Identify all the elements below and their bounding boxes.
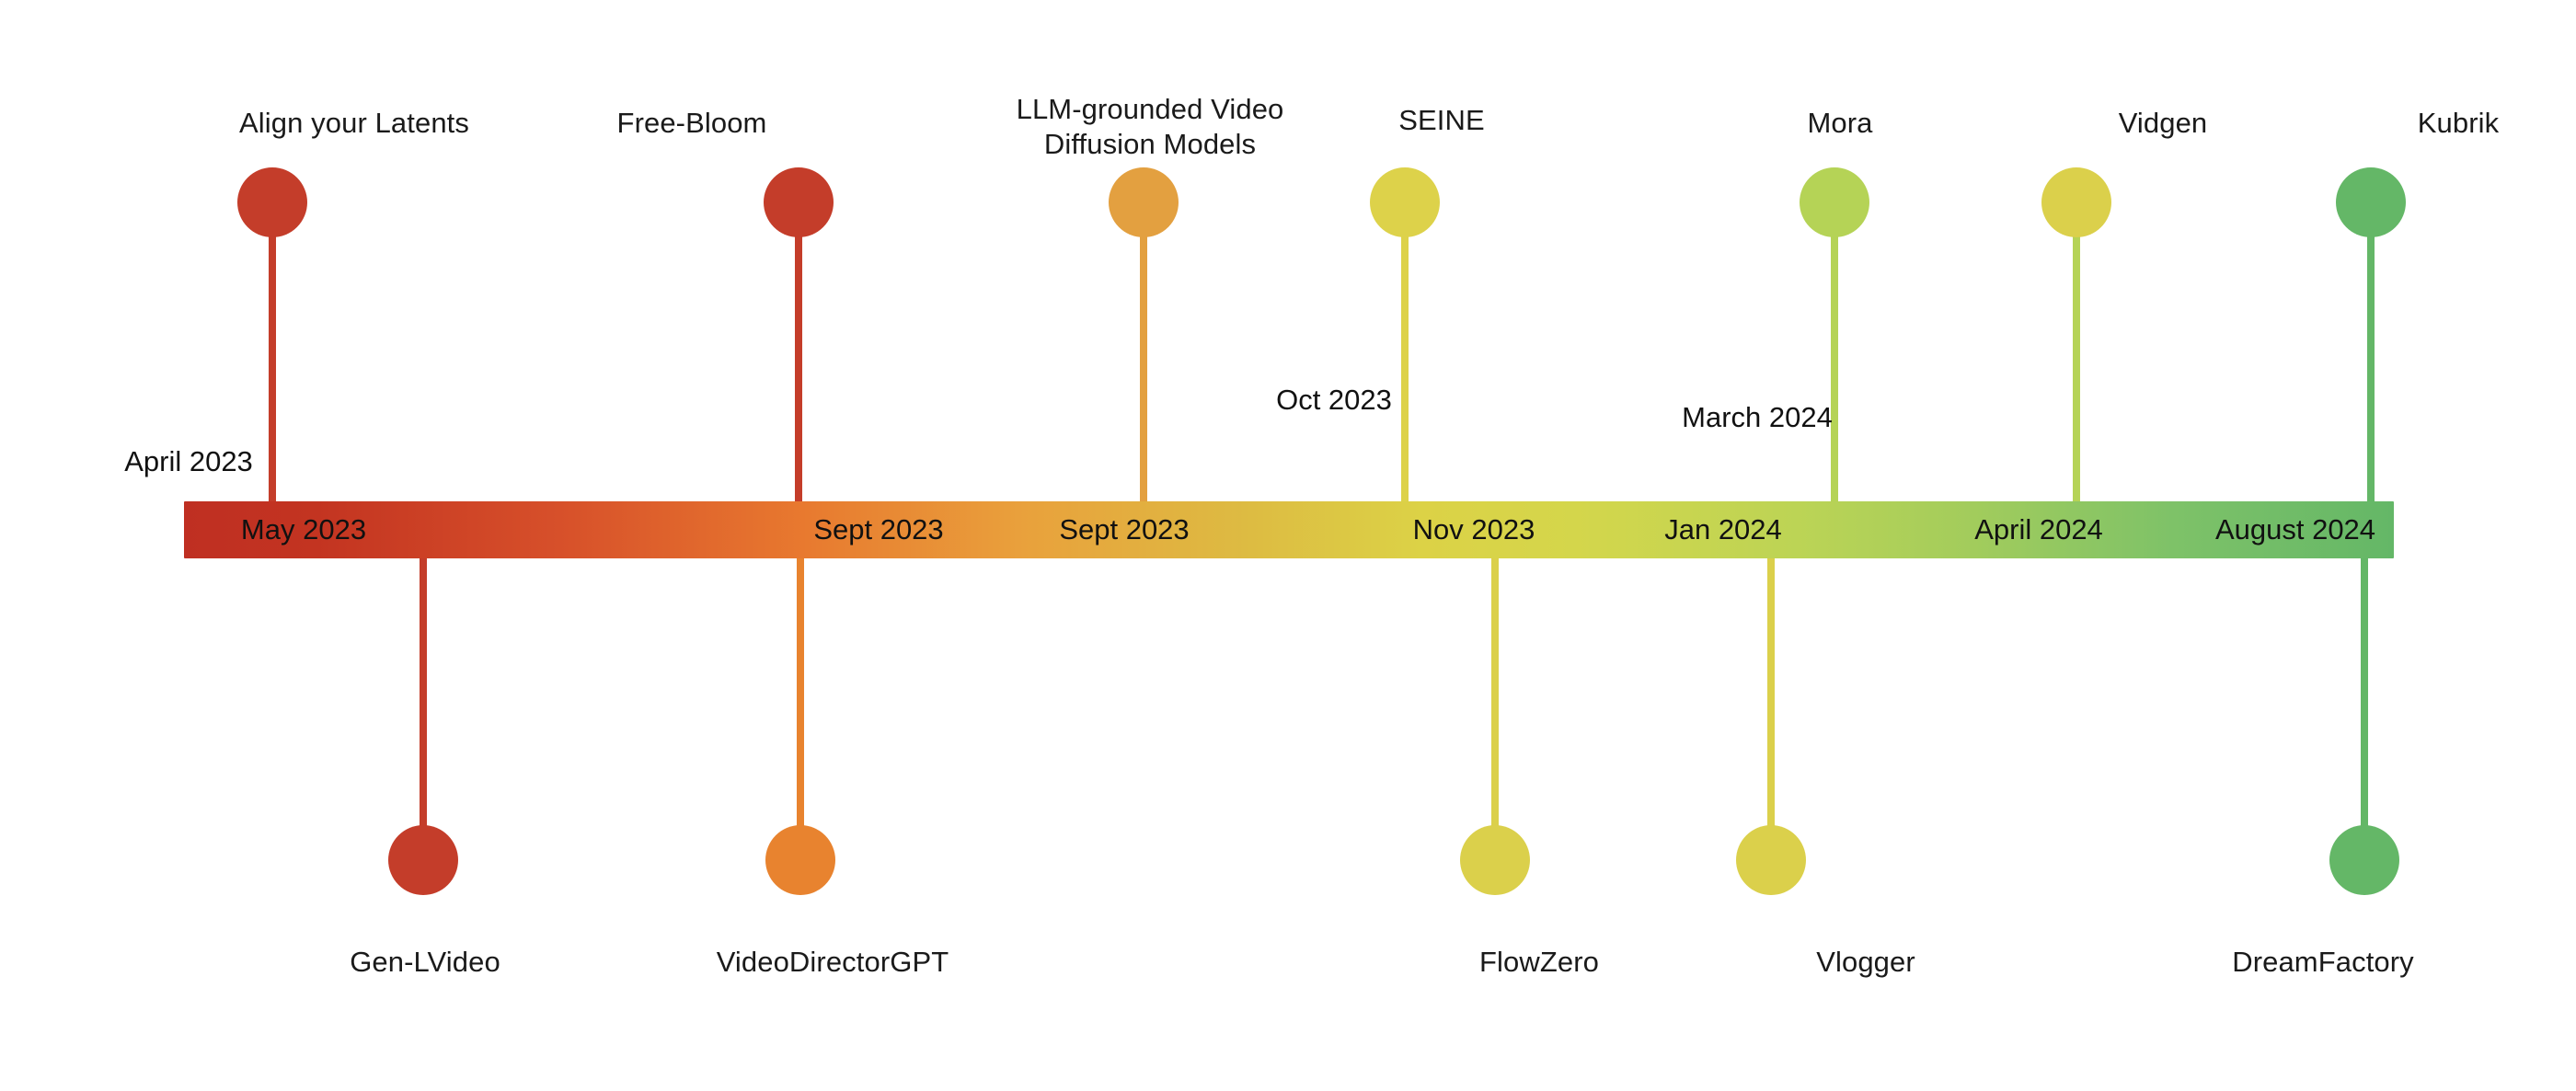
stem-above-1	[795, 202, 802, 515]
milestone-label-above-1: Free-Bloom	[616, 107, 767, 139]
milestone-label-below-0: Gen-LVideo	[350, 946, 500, 978]
timeline-date-on-bar: Sept 2023	[813, 513, 944, 546]
stem-below-2	[1491, 547, 1499, 860]
stem-above-4	[1831, 202, 1838, 515]
timeline-date-on-bar: August 2024	[2214, 513, 2376, 546]
milestone-node-above-2[interactable]	[1109, 167, 1179, 237]
timeline-date-off-bar: March 2024	[1682, 401, 1833, 433]
milestone-label-above-5: Vidgen	[2118, 107, 2208, 139]
milestone-label-below-4: DreamFactory	[2232, 946, 2414, 978]
stem-above-3	[1401, 202, 1409, 515]
milestone-label-below-2: FlowZero	[1479, 946, 1599, 978]
milestone-node-below-1[interactable]	[765, 825, 835, 895]
milestone-node-below-4[interactable]	[2329, 825, 2399, 895]
stem-above-2	[1140, 202, 1147, 515]
milestone-label-above-6: Kubrik	[2417, 107, 2500, 139]
milestone-node-above-0[interactable]	[237, 167, 307, 237]
stem-below-3	[1767, 547, 1775, 860]
stem-below-4	[2361, 547, 2368, 860]
stem-below-1	[797, 547, 804, 860]
stem-above-6	[2367, 202, 2375, 515]
milestone-node-below-2[interactable]	[1460, 825, 1530, 895]
milestone-node-above-4[interactable]	[1800, 167, 1869, 237]
milestone-node-below-3[interactable]	[1736, 825, 1806, 895]
milestone-label-below-1: VideoDirectorGPT	[716, 946, 949, 978]
timeline-date-off-bar: April 2023	[124, 445, 253, 477]
timeline-date-on-bar: Jan 2024	[1664, 513, 1782, 546]
timeline-bar	[184, 501, 2394, 558]
milestone-label-above-3: SEINE	[1398, 104, 1485, 136]
milestone-node-above-1[interactable]	[764, 167, 834, 237]
milestone-node-above-6[interactable]	[2336, 167, 2406, 237]
milestone-node-below-0[interactable]	[388, 825, 458, 895]
timeline-date-on-bar: Sept 2023	[1059, 513, 1190, 546]
milestone-label-above-0: Align your Latents	[239, 107, 469, 139]
stem-below-0	[420, 547, 427, 860]
timeline-date-on-bar: April 2024	[1974, 513, 2103, 546]
milestone-node-above-5[interactable]	[2041, 167, 2111, 237]
stem-above-0	[269, 202, 276, 515]
milestone-label-above-4: Mora	[1807, 107, 1873, 139]
timeline-date-on-bar: May 2023	[240, 513, 367, 546]
milestone-node-above-3[interactable]	[1370, 167, 1440, 237]
milestone-label-below-3: Vlogger	[1816, 946, 1915, 978]
stem-above-5	[2073, 202, 2080, 515]
timeline-date-on-bar: Nov 2023	[1412, 513, 1535, 546]
timeline-date-off-bar: Oct 2023	[1276, 384, 1392, 416]
milestone-label-above-2: LLM-grounded Video Diffusion Models	[1016, 93, 1284, 160]
